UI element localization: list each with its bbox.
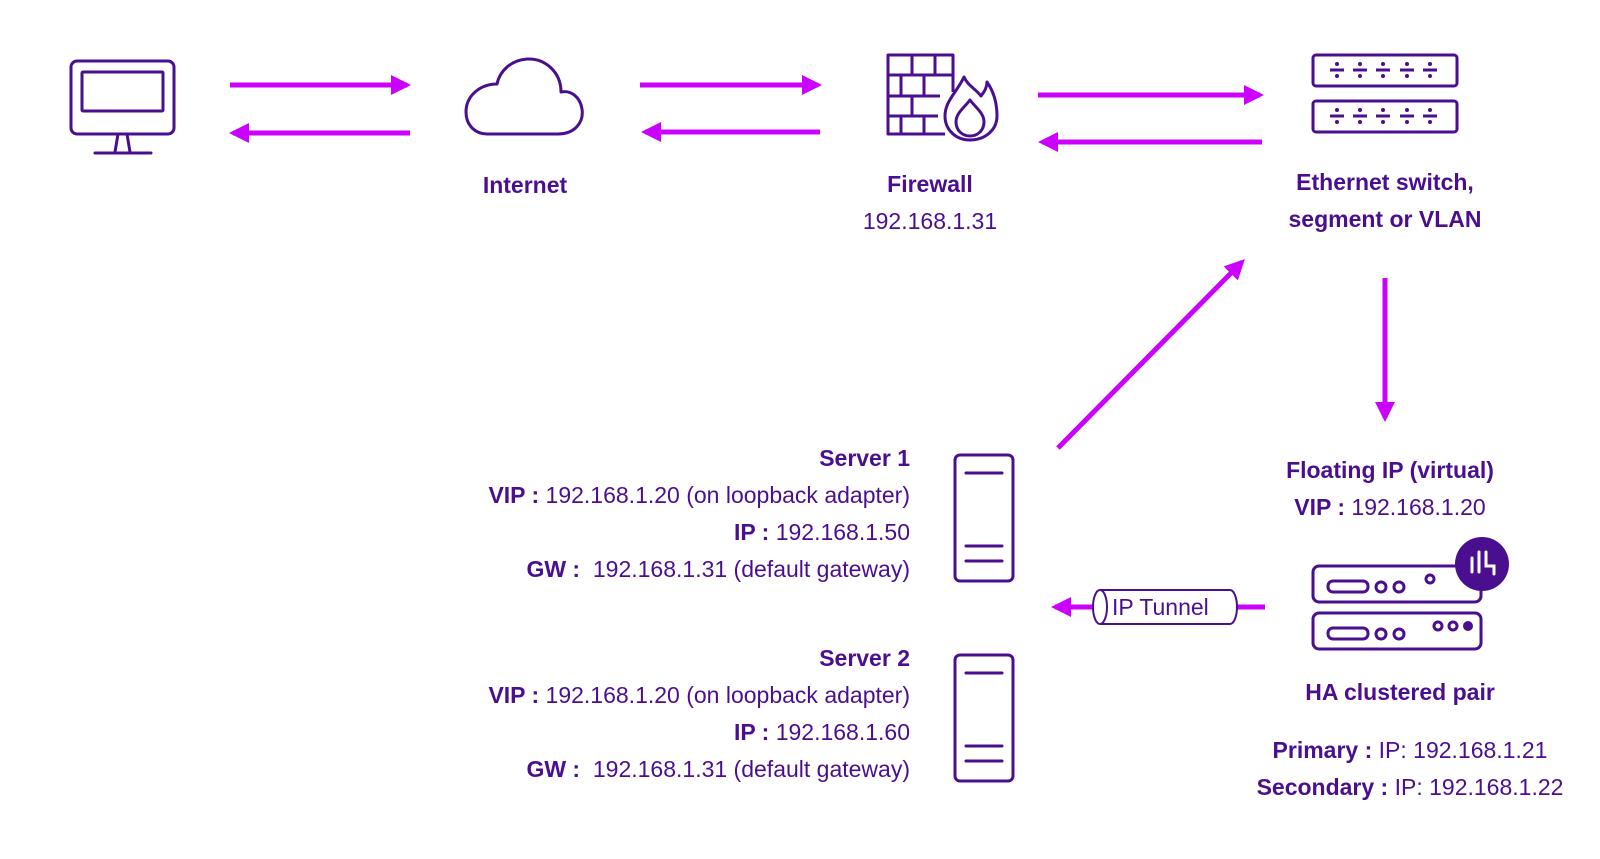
server-1-gw-label: GW : <box>526 556 581 582</box>
ip-tunnel <box>1092 589 1238 625</box>
server-1-ip: IP : 192.168.1.50 <box>540 514 910 551</box>
switch-icon <box>1311 53 1459 134</box>
firewall-ip: 192.168.1.31 <box>862 208 998 234</box>
server-2-vip-label: VIP : <box>488 682 540 708</box>
monitor-icon <box>69 59 176 155</box>
ha-primary-label: Primary : <box>1272 737 1373 763</box>
server-2-icon <box>953 653 1015 783</box>
ha-title: HA clustered pair <box>1305 679 1495 705</box>
floating-ip-title: Floating IP (virtual) <box>1286 457 1494 483</box>
server-2-ip-value: 192.168.1.60 <box>769 719 910 745</box>
floating-ip-vip-value: 192.168.1.20 <box>1345 494 1486 520</box>
server-1-vip-label: VIP : <box>488 482 540 508</box>
cloud-icon <box>464 57 584 136</box>
ip-tunnel-label: IP Tunnel <box>1112 594 1209 620</box>
ha-primary: Primary : IP: 192.168.1.21 <box>1240 732 1580 769</box>
internet-label: Internet <box>482 172 568 198</box>
firewall-label: Firewall <box>887 171 973 197</box>
load-balancer-status-light <box>1463 621 1473 631</box>
ha-secondary-label: Secondary : <box>1256 774 1389 800</box>
server-1-ip-value: 192.168.1.50 <box>769 519 910 545</box>
floating-ip-vip: VIP : 192.168.1.20 <box>1270 489 1510 526</box>
server-2-gw: GW : 192.168.1.31 (default gateway) <box>440 751 910 788</box>
server-2-gw-value: 192.168.1.31 (default gateway) <box>580 756 910 782</box>
switch-label-line1: Ethernet switch, <box>1296 169 1474 195</box>
ha-primary-value: IP: 192.168.1.21 <box>1372 737 1548 763</box>
brand-badge-icon <box>1455 537 1509 591</box>
load-balancer-icon <box>1311 564 1483 651</box>
server-2-vip: VIP : 192.168.1.20 (on loopback adapter) <box>440 677 910 714</box>
switch-dots <box>1335 62 1432 124</box>
arrow-server1-to-switch <box>1056 259 1245 450</box>
server-1-title: Server 1 <box>819 445 910 471</box>
server-1-gw-value: 192.168.1.31 (default gateway) <box>580 556 910 582</box>
server-2-ip: IP : 192.168.1.60 <box>540 714 910 751</box>
server-2-gw-label: GW : <box>526 756 581 782</box>
server-1-gw: GW : 192.168.1.31 (default gateway) <box>440 551 910 588</box>
switch-label-line2: segment or VLAN <box>1288 206 1482 232</box>
load-balancer-status-light <box>1424 573 1436 585</box>
server-2-title: Server 2 <box>819 645 910 671</box>
server-2-ip-label: IP : <box>733 719 770 745</box>
server-1-icon <box>953 453 1015 583</box>
floating-ip-vip-label: VIP : <box>1294 494 1346 520</box>
ha-secondary-value: IP: 192.168.1.22 <box>1388 774 1564 800</box>
server-1-ip-label: IP : <box>733 519 770 545</box>
ha-secondary: Secondary : IP: 192.168.1.22 <box>1240 769 1580 806</box>
server-1-vip-value: 192.168.1.20 (on loopback adapter) <box>539 482 910 508</box>
server-1-vip: VIP : 192.168.1.20 (on loopback adapter) <box>440 477 910 514</box>
server-2-vip-value: 192.168.1.20 (on loopback adapter) <box>539 682 910 708</box>
firewall-icon <box>886 53 999 142</box>
